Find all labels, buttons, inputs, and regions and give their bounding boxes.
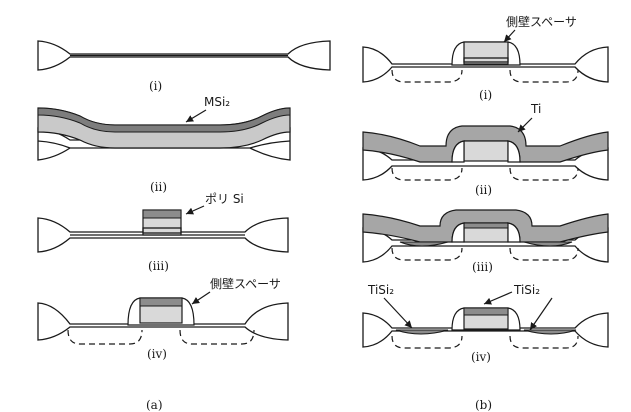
panel-a-i: (i) (37, 40, 331, 93)
panel-a-iv: 側壁スペーサ (iv) (37, 276, 289, 361)
step-label-a-iv: (iv) (147, 347, 167, 361)
panel-b-iv: TiSi₂ TiSi₂ (iv) (362, 283, 609, 364)
step-label-b-iv: (iv) (471, 350, 491, 364)
field-oxide (362, 227, 609, 263)
field-oxide (362, 147, 609, 181)
caption-a: (a) (146, 398, 163, 412)
step-label-b-i: (i) (479, 88, 492, 102)
caption-b: (b) (475, 398, 492, 412)
panel-a-ii: MSi₂ (ii) (37, 95, 291, 194)
source-region (67, 329, 143, 345)
label-tisi2-right: TiSi₂ (513, 283, 540, 297)
step-label-a-ii: (ii) (150, 180, 167, 194)
tisi2-drain (523, 329, 577, 335)
poly-si-gate (463, 41, 509, 65)
msi2-top-layer (37, 107, 291, 133)
tisi2-drain (523, 241, 573, 247)
step-label-b-ii: (ii) (475, 183, 492, 197)
field-oxide (37, 302, 289, 341)
tisi2-source (395, 329, 449, 335)
label-spacer-b: 側壁スペーサ (506, 14, 577, 29)
label-ti: Ti (530, 102, 541, 116)
panel-a-iii: ポリ Si (iii) (37, 192, 289, 273)
step-label-b-iii: (iii) (472, 260, 493, 274)
label-msi2: MSi₂ (204, 95, 230, 109)
tisi2-gate (463, 307, 509, 316)
panel-b-iii: (iii) (362, 209, 609, 274)
drain-region (179, 329, 255, 345)
gate-top-layer (142, 209, 182, 219)
step-label-a-iii: (iii) (148, 259, 169, 273)
poly-si-gate (463, 140, 509, 162)
label-spacer-a: 側壁スペーサ (210, 276, 281, 291)
panel-b-ii: Ti (ii) (362, 102, 609, 197)
step-label-a-i: (i) (149, 79, 162, 93)
tisi2-source (399, 241, 449, 247)
panel-b-i: 側壁スペーサ (i) (362, 14, 609, 102)
label-tisi2-left: TiSi₂ (367, 283, 394, 297)
label-poly-si: ポリ Si (205, 192, 244, 206)
